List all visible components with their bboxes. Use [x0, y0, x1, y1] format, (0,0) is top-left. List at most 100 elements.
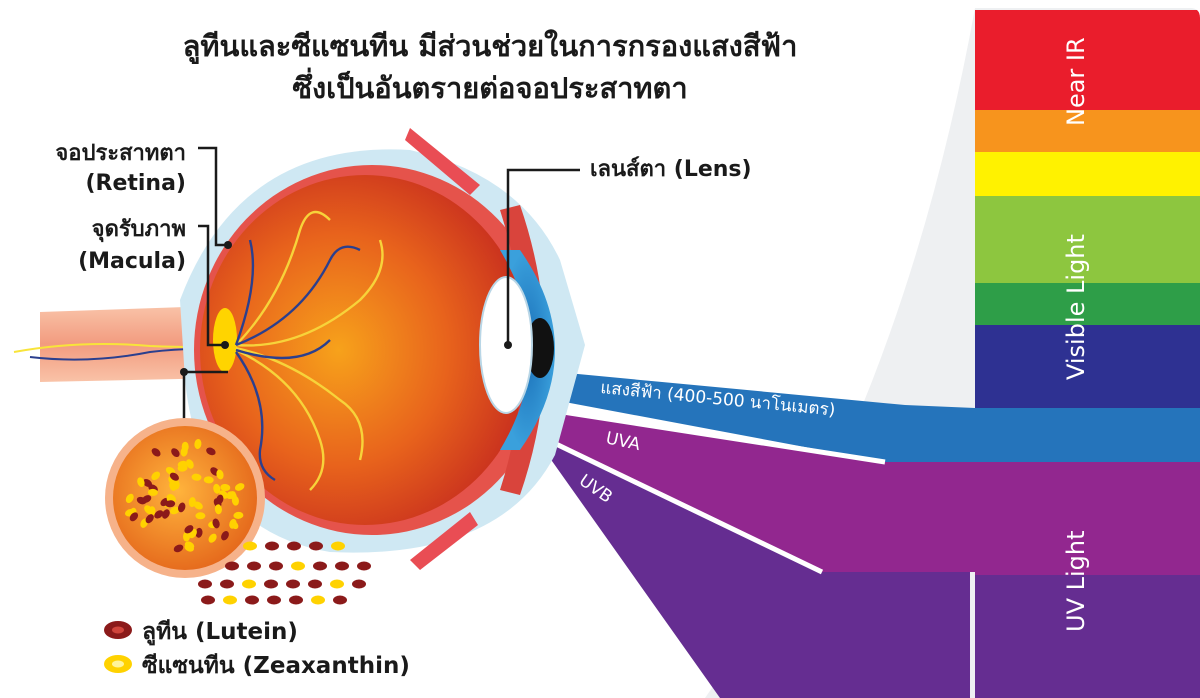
- lutein-particle: [173, 544, 184, 553]
- lutein-particle: [151, 448, 161, 457]
- lutein-label: ลูทีน (Lutein): [142, 619, 298, 646]
- spectrum-stripe: [975, 462, 1200, 575]
- spectrum-stripe: [975, 10, 1200, 110]
- uva-ray: [510, 404, 975, 572]
- lutein-particle: [206, 447, 216, 456]
- lutein-particle: [247, 561, 261, 571]
- band-label-near-ir: Near IR: [1062, 37, 1090, 126]
- spectrum-stripe: [975, 152, 1200, 196]
- retina-label-th: จอประสาทตา: [55, 141, 186, 166]
- lutein-particle: [287, 541, 301, 551]
- spectrum-stripe: [975, 283, 1200, 325]
- lutein-particle: [165, 500, 176, 508]
- title-line-1: ลูทีนและซีแซนทีน มีส่วนช่วยในการกรองแสงส…: [183, 29, 798, 64]
- spectrum-stripe: [975, 575, 1200, 698]
- zeaxanthin-particle: [242, 579, 256, 589]
- zeaxanthin-particle: [234, 483, 245, 491]
- lutein-particle: [198, 579, 212, 589]
- lutein-particle: [357, 561, 371, 571]
- zeaxanthin-particle: [213, 483, 221, 494]
- magnify-circle: [113, 426, 257, 570]
- lens-leader-dot: [504, 341, 512, 349]
- lutein-particle: [265, 541, 279, 551]
- legend: ลูทีน (Lutein) ซีแซนทีน (Zeaxanthin): [104, 619, 410, 679]
- macula-label-th: จุดรับภาพ: [92, 217, 186, 243]
- label-macula: จุดรับภาพ (Macula): [78, 217, 229, 349]
- zeaxanthin-particle: [214, 504, 222, 515]
- pigment-scatter: [198, 541, 371, 605]
- lens-leader-line: [506, 168, 580, 345]
- zeaxanthin-particle: [184, 544, 194, 552]
- macula: [213, 308, 237, 372]
- band-label-visible-light: Visible Light: [1062, 234, 1090, 380]
- lutein-particle: [264, 579, 278, 589]
- zeaxanthin-particle: [203, 476, 214, 484]
- ray-divider: [504, 400, 886, 465]
- zeaxanthin-particle: [186, 459, 194, 469]
- zeaxanthin-particle: [125, 493, 134, 504]
- title-line-2: ซึ่งเป็นอันตรายต่อจอประสาทตา: [292, 67, 687, 105]
- lutein-swatch-highlight: [112, 626, 124, 634]
- lutein-particle: [267, 595, 281, 605]
- lutein-particle: [141, 495, 152, 503]
- spectrum-stripe: [975, 196, 1200, 283]
- eye-muscle-bottom: [410, 512, 478, 570]
- lutein-particle: [154, 510, 164, 519]
- zeaxanthin-swatch-highlight: [112, 660, 124, 668]
- zeaxanthin-particle: [191, 473, 202, 481]
- spectrum-stripe: [975, 408, 1200, 462]
- lutein-particle: [184, 525, 194, 534]
- retina-vessels: [234, 210, 384, 491]
- zeaxanthin-particle: [177, 460, 188, 468]
- lutein-particle: [269, 561, 283, 571]
- lutein-particle: [171, 448, 180, 457]
- lutein-particle: [145, 514, 154, 524]
- vitreous-body: [200, 175, 530, 525]
- zeaxanthin-particle: [233, 511, 244, 519]
- lutein-particle: [201, 595, 215, 605]
- lutein-particle: [220, 579, 234, 589]
- zeaxanthin-particle: [220, 483, 231, 492]
- zeaxanthin-particle: [331, 541, 345, 551]
- label-retina: จอประสาทตา (Retina): [55, 141, 232, 249]
- lutein-particle: [221, 531, 229, 541]
- lens-label: เลนส์ตา (Lens): [590, 156, 752, 182]
- pigment-particles: [125, 439, 245, 553]
- zeaxanthin-particle: [194, 439, 202, 449]
- lutein-particle: [335, 561, 349, 571]
- lutein-particle: [178, 502, 186, 513]
- iris: [500, 250, 555, 450]
- retina-label-en: (Retina): [85, 171, 186, 196]
- zeaxanthin-particle: [193, 501, 203, 510]
- zeaxanthin-particle: [311, 595, 325, 605]
- eyeball: [180, 128, 585, 570]
- zeaxanthin-particle: [195, 512, 206, 520]
- lutein-particle: [195, 527, 203, 538]
- label-lens: เลนส์ตา (Lens): [504, 156, 752, 349]
- zeaxanthin-particle: [227, 491, 237, 500]
- zeaxanthin-particle: [330, 579, 344, 589]
- zeaxanthin-particle: [216, 469, 224, 480]
- lutein-particle: [313, 561, 327, 571]
- lutein-particle: [162, 509, 170, 519]
- zeaxanthin-label: ซีแซนทีน (Zeaxanthin): [142, 653, 410, 679]
- zeaxanthin-particle: [243, 541, 257, 551]
- macula-magnified: [105, 368, 371, 605]
- macula-leader-line: [198, 224, 225, 347]
- lutein-particle: [216, 494, 224, 505]
- spectrum-stripe: [975, 110, 1200, 152]
- zeaxanthin-particle: [137, 477, 145, 488]
- zeaxanthin-particle: [169, 506, 180, 515]
- zeaxanthin-particle: [169, 481, 177, 491]
- zeaxanthin-particle: [151, 471, 161, 481]
- lutein-particle: [129, 512, 139, 522]
- eye-muscle-top: [405, 128, 480, 195]
- lutein-particle: [169, 472, 179, 481]
- lutein-particle: [225, 561, 239, 571]
- zeaxanthin-particle: [148, 506, 156, 517]
- band-label-uv-light: UV Light: [1062, 530, 1090, 632]
- zeaxanthin-particle: [147, 488, 158, 496]
- spectrum-stripe: [975, 325, 1200, 408]
